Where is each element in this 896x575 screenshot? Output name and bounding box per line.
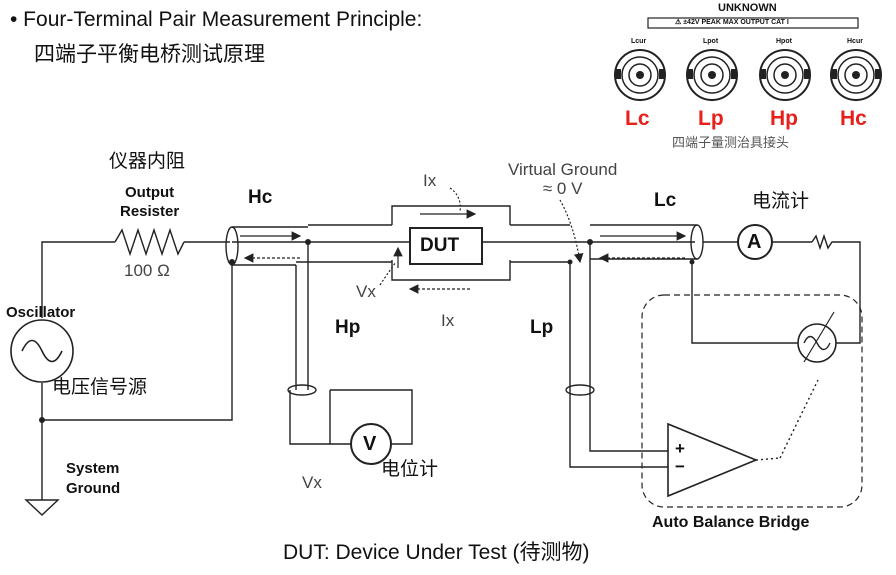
small-label-lcur: Lcur	[631, 38, 647, 45]
balance-osc-arrow	[803, 311, 835, 363]
terminal-label-hc: Hc	[840, 107, 867, 130]
internal-resistance-label: 仪器内阻	[109, 150, 186, 172]
hc-label: Hc	[248, 187, 273, 208]
auto-balance-label: Auto Balance Bridge	[652, 514, 810, 531]
fixture-caption: 四端子量测治具接头	[672, 136, 790, 151]
coax-lp-end	[565, 384, 595, 396]
coax-hp-end	[287, 384, 317, 396]
wire-ground-return	[42, 262, 233, 421]
dut-label: DUT	[420, 235, 460, 256]
footer-caption: DUT: Device Under Test (待测物)	[283, 541, 590, 564]
wire-osc-top	[41, 241, 115, 318]
resistor-100-ohm	[114, 227, 185, 257]
page-subtitle: 四端子平衡电桥测试原理	[34, 42, 265, 66]
bnc-connector-lcur	[614, 49, 666, 101]
wire-voltmeter	[329, 389, 413, 445]
panel-warning-box	[647, 17, 859, 29]
oscillator-label: Oscillator	[6, 304, 76, 321]
opamp-plus: +	[675, 439, 685, 458]
panel-title: UNKNOWN	[718, 2, 777, 14]
wire-hp-shield	[289, 390, 330, 445]
lc-label: Lc	[654, 190, 677, 211]
bnc-connector-hcur	[830, 49, 882, 101]
wire-lp-to-minus	[569, 390, 668, 468]
signal-source-label: 电压信号源	[52, 376, 148, 398]
small-label-hcur: Hcur	[847, 38, 863, 45]
system-ground-symbol	[24, 497, 60, 516]
virtual-ground-label: Virtual Ground ≈ 0 V	[508, 160, 618, 198]
wire-lc-return	[691, 262, 798, 344]
ix-bottom-label: Ix	[441, 311, 455, 330]
dut-box	[409, 227, 483, 265]
oscillator-sine	[21, 339, 63, 363]
vx-bottom-label: Vx	[302, 473, 322, 492]
lp-label: Lp	[530, 317, 554, 338]
opamp-output-dotted	[755, 457, 781, 461]
opamp-feedback-dotted	[779, 379, 819, 459]
wire-lp-to-plus	[589, 390, 668, 452]
terminal-label-lc: Lc	[625, 107, 650, 130]
ammeter-label: 电流计	[752, 190, 810, 212]
bnc-connector-lpot	[686, 49, 738, 101]
small-label-hpot: Hpot	[776, 38, 792, 45]
circuit-wires	[10, 205, 863, 516]
dut-shield-lower	[391, 260, 511, 281]
terminal-label-hp: Hp	[770, 107, 798, 130]
panel-warning: ⚠ ±42V PEAK MAX OUTPUT CAT I	[675, 19, 789, 26]
bnc-connector-hpot	[759, 49, 811, 101]
ix-top-label: Ix	[423, 171, 437, 190]
voltmeter-circle	[350, 423, 392, 465]
hp-label: Hp	[335, 317, 361, 338]
ammeter-circle	[737, 224, 773, 260]
vx-top-label: Vx	[356, 282, 376, 301]
output-resister-label: Output Resister	[120, 184, 180, 220]
dut-shield-upper	[391, 205, 511, 225]
auto-balance-box	[641, 294, 863, 508]
small-label-lpot: Lpot	[703, 38, 719, 45]
op-amp	[667, 422, 759, 498]
resistor-value-label: 100 Ω	[124, 261, 170, 280]
ammeter-symbol: A	[747, 231, 762, 253]
fixture-panel	[614, 17, 882, 101]
opamp-minus: −	[675, 457, 685, 476]
balance-osc-sine	[803, 335, 831, 351]
coax-hc-shield	[232, 226, 308, 266]
junction-dots	[39, 239, 695, 423]
voltmeter-label: 电位计	[381, 458, 439, 480]
page-title: • Four-Terminal Pair Measurement Princip…	[10, 8, 423, 31]
current-arrows	[240, 187, 687, 294]
voltmeter-symbol: V	[363, 433, 377, 455]
terminal-label-lp: Lp	[698, 107, 724, 130]
system-ground-label: System Ground	[66, 460, 121, 497]
